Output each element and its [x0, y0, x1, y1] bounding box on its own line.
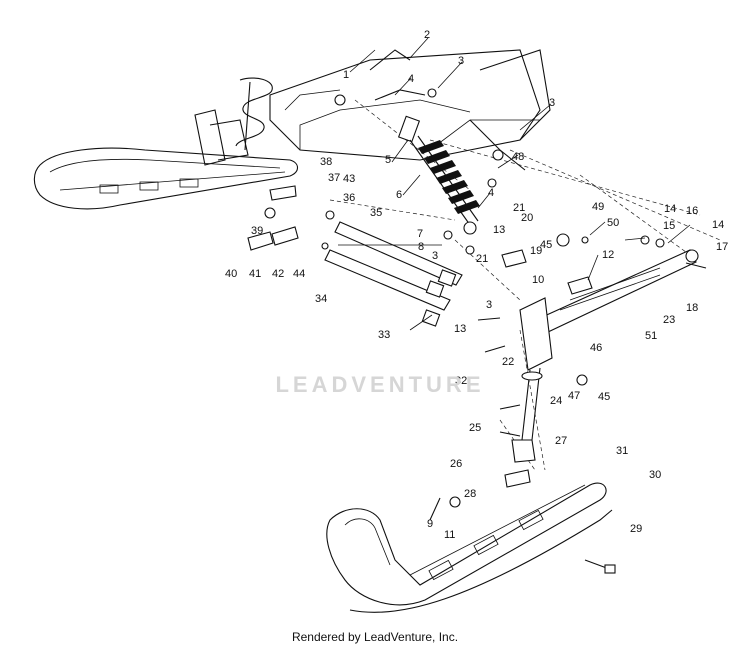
callout-8: 8 [418, 241, 424, 253]
callout-2: 2 [424, 29, 430, 41]
callout-3b: 3 [549, 97, 555, 109]
callout-3a: 3 [458, 55, 464, 67]
callout-45a: 45 [540, 239, 552, 251]
callout-35: 35 [370, 207, 382, 219]
callout-5: 5 [385, 154, 391, 166]
callout-19: 19 [530, 245, 542, 257]
callout-28: 28 [464, 488, 476, 500]
radius-rods [324, 221, 463, 327]
callout-labels: 1 2 3 3 3 4 4 5 6 7 8 3 9 10 11 12 13 13… [225, 29, 728, 541]
callout-36: 36 [343, 192, 355, 204]
callout-1: 1 [343, 69, 349, 81]
hardware [247, 88, 707, 521]
callout-39: 39 [251, 225, 263, 237]
callout-3c: 3 [432, 250, 438, 262]
callout-48: 48 [512, 151, 524, 163]
callout-38: 38 [320, 156, 332, 168]
callout-44: 44 [293, 268, 305, 280]
leader-lines [338, 37, 691, 331]
callout-4b: 4 [488, 187, 494, 199]
footer-credit: Rendered by LeadVenture, Inc. [291, 630, 459, 644]
callout-3d: 3 [486, 299, 492, 311]
front-shock-absorber [397, 115, 480, 235]
front-ski [326, 469, 613, 613]
callout-11: 11 [444, 529, 455, 541]
callout-45b: 45 [598, 391, 610, 403]
callout-22: 22 [502, 356, 514, 368]
callout-34: 34 [315, 293, 327, 305]
callout-31: 31 [616, 445, 628, 457]
callout-21a: 21 [513, 202, 525, 214]
callout-14b: 14 [712, 219, 724, 231]
callout-49: 49 [592, 201, 604, 213]
callout-42: 42 [272, 268, 284, 280]
callout-50: 50 [607, 217, 619, 229]
callout-40: 40 [225, 268, 237, 280]
callout-13b: 13 [454, 323, 466, 335]
callout-14a: 14 [664, 203, 676, 215]
callout-4a: 4 [408, 73, 414, 85]
callout-21b: 21 [476, 253, 488, 265]
watermark: LEADVENTURE [275, 372, 485, 397]
callout-37: 37 [328, 172, 340, 184]
callout-27: 27 [555, 435, 567, 447]
callout-43: 43 [343, 173, 355, 185]
callout-25: 25 [469, 422, 481, 434]
callout-9: 9 [427, 518, 433, 530]
callout-24: 24 [550, 395, 562, 407]
callout-7: 7 [417, 228, 423, 240]
callout-12: 12 [602, 249, 614, 261]
rear-ski-assembly [33, 109, 299, 210]
callout-17: 17 [716, 241, 728, 253]
callout-33: 33 [378, 329, 390, 341]
callout-16: 16 [686, 205, 698, 217]
callout-51: 51 [645, 330, 657, 342]
ski-bolt [584, 559, 616, 574]
callout-15: 15 [663, 220, 675, 232]
callout-46: 46 [590, 342, 602, 354]
callout-10: 10 [532, 274, 544, 286]
callout-29: 29 [630, 523, 642, 535]
front-bulkhead [269, 49, 551, 161]
callout-23: 23 [663, 314, 675, 326]
rear-shock-spring [235, 77, 273, 151]
callout-26: 26 [450, 458, 462, 470]
callout-6: 6 [396, 189, 402, 201]
callout-32: 32 [455, 375, 467, 387]
callout-18: 18 [686, 302, 698, 314]
callout-47: 47 [568, 390, 580, 402]
callout-13a: 13 [493, 224, 505, 236]
callout-20: 20 [521, 212, 533, 224]
callout-41: 41 [249, 268, 261, 280]
callout-30: 30 [649, 469, 661, 481]
ski-spindle [511, 297, 553, 463]
